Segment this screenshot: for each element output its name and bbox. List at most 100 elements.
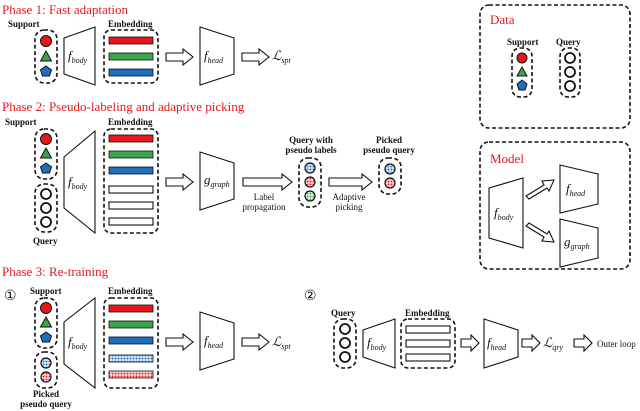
query-group-step2 [333, 318, 357, 369]
query-circle-icon [564, 66, 576, 78]
pseudo-green-circle-icon [304, 190, 316, 202]
red-circle-icon [40, 302, 52, 314]
model-body-encoder [488, 177, 524, 249]
embedding-bar-query [108, 201, 154, 210]
f-head-label-p1: fhead [204, 48, 224, 65]
arrow-right-icon [573, 333, 593, 353]
data-query-label: Query [556, 37, 581, 47]
data-query-group [559, 47, 581, 98]
body-encoder-p2 [63, 129, 96, 235]
data-support-label: Support [507, 37, 539, 47]
embedding-bar-pseudo-red [108, 370, 154, 379]
red-circle-icon [40, 35, 52, 47]
picked-pseudo-query-bottom-line1: Picked [33, 389, 59, 399]
green-triangle-icon [39, 146, 53, 159]
phase-1-title: Phase 1: Fast adaptation [2, 2, 129, 17]
picked-pseudo-query-group-p3 [34, 351, 58, 389]
embedding-bar-query [108, 185, 154, 194]
model-graph-module [559, 218, 599, 268]
arrow-up-right-icon [525, 179, 555, 200]
label-propagation-line2: propagation [243, 202, 286, 212]
f-body-label-step2: fbody [367, 335, 387, 352]
picked-pseudo-query-bottom-line2: pseudo query [20, 399, 72, 409]
picked-pseudo-query-group-p2 [378, 157, 402, 195]
step-1-marker: ① [4, 289, 17, 304]
green-triangle-icon [516, 65, 528, 77]
embedding-group-step2 [400, 318, 456, 369]
arrow-right-icon [165, 47, 194, 67]
arrow-right-icon [241, 332, 270, 352]
arrow-right-icon [241, 47, 270, 67]
model-title: Model [490, 151, 524, 166]
embedding-label-p3: Embedding [108, 286, 153, 296]
f-head-label-step2: fhead [487, 335, 507, 352]
step-2-marker: ② [304, 289, 317, 304]
f-body-label-p2: fbody [68, 174, 88, 191]
green-triangle-icon [39, 315, 53, 328]
embedding-group-p3 [103, 297, 159, 389]
picked-pseudo-query-line2: pseudo query [363, 145, 415, 155]
query-with-pseudo-line1: Query with [289, 135, 333, 145]
label-propagation-arrow-icon [242, 172, 293, 192]
g-graph-label-p2: ggraph [204, 172, 230, 189]
arrow-right-icon [460, 333, 480, 353]
f-body-label-p1: fbody [68, 48, 88, 65]
embedding-bar-red [108, 36, 154, 45]
red-circle-icon [40, 133, 52, 145]
graph-module-p2 [199, 151, 235, 211]
arrow-right-icon [521, 333, 541, 353]
pseudo-red-circle-icon [40, 371, 52, 383]
embedding-bar-green [108, 150, 154, 159]
phase-2-title: Phase 2: Pseudo-labeling and adaptive pi… [2, 99, 245, 114]
support-group-p3 [34, 297, 58, 349]
blue-pentagon-icon [39, 65, 53, 77]
embedding-bar-pseudo-blue [108, 354, 154, 363]
support-label-p3: Support [30, 286, 62, 296]
embedding-bar-red [108, 304, 154, 313]
adaptive-picking-arrow-icon [328, 172, 373, 192]
model-f-body-label: fbody [494, 205, 514, 222]
support-group-p2 [34, 128, 58, 180]
adaptive-picking-line2: picking [336, 202, 363, 212]
query-circle-icon [564, 80, 576, 92]
embedding-bar-query [405, 325, 451, 334]
green-triangle-icon [39, 49, 53, 62]
arrow-down-right-icon [525, 222, 555, 243]
embedding-bar-query [405, 339, 451, 348]
label-propagation-line1: Label [254, 192, 275, 202]
embedding-label-p2: Embedding [108, 117, 153, 127]
query-circle-icon [40, 202, 52, 214]
query-circle-icon [40, 216, 52, 228]
query-circle-icon [339, 351, 351, 363]
adaptive-picking-line1: Adaptive [333, 192, 366, 202]
embedding-group-p1 [103, 29, 159, 84]
embedding-group-p2 [103, 128, 159, 234]
embedding-bar-query [405, 353, 451, 362]
red-circle-icon [516, 52, 528, 64]
body-encoder-step2 [362, 318, 396, 369]
query-with-pseudo-line2: pseudo labels [285, 145, 337, 155]
f-body-label-p3: fbody [68, 334, 88, 351]
query-group-p2 [34, 183, 58, 233]
loss-qry-step2: ℒqry [543, 335, 563, 352]
loss-spt-p1: ℒspt [272, 48, 291, 65]
embedding-bar-green [108, 52, 154, 61]
query-circle-icon [40, 188, 52, 200]
pseudo-blue-circle-icon [40, 357, 52, 369]
query-label-p2: Query [33, 236, 58, 246]
embedding-bar-red [108, 134, 154, 143]
embedding-bar-blue [108, 336, 154, 345]
support-group-p1 [34, 29, 58, 84]
data-title: Data [490, 12, 515, 27]
data-legend-box [479, 4, 631, 129]
query-circle-icon [339, 323, 351, 335]
loss-spt-p3: ℒspt [272, 334, 291, 351]
embedding-label-step2: Embedding [405, 308, 450, 318]
pseudo-red-circle-icon [304, 176, 316, 188]
blue-pentagon-icon [39, 162, 53, 174]
head-classifier-p1 [199, 26, 235, 86]
phase-3-title: Phase 3: Re-training [2, 264, 109, 279]
body-encoder-p3 [63, 296, 96, 390]
pseudo-red-circle-icon [384, 177, 396, 189]
query-circle-icon [339, 337, 351, 349]
